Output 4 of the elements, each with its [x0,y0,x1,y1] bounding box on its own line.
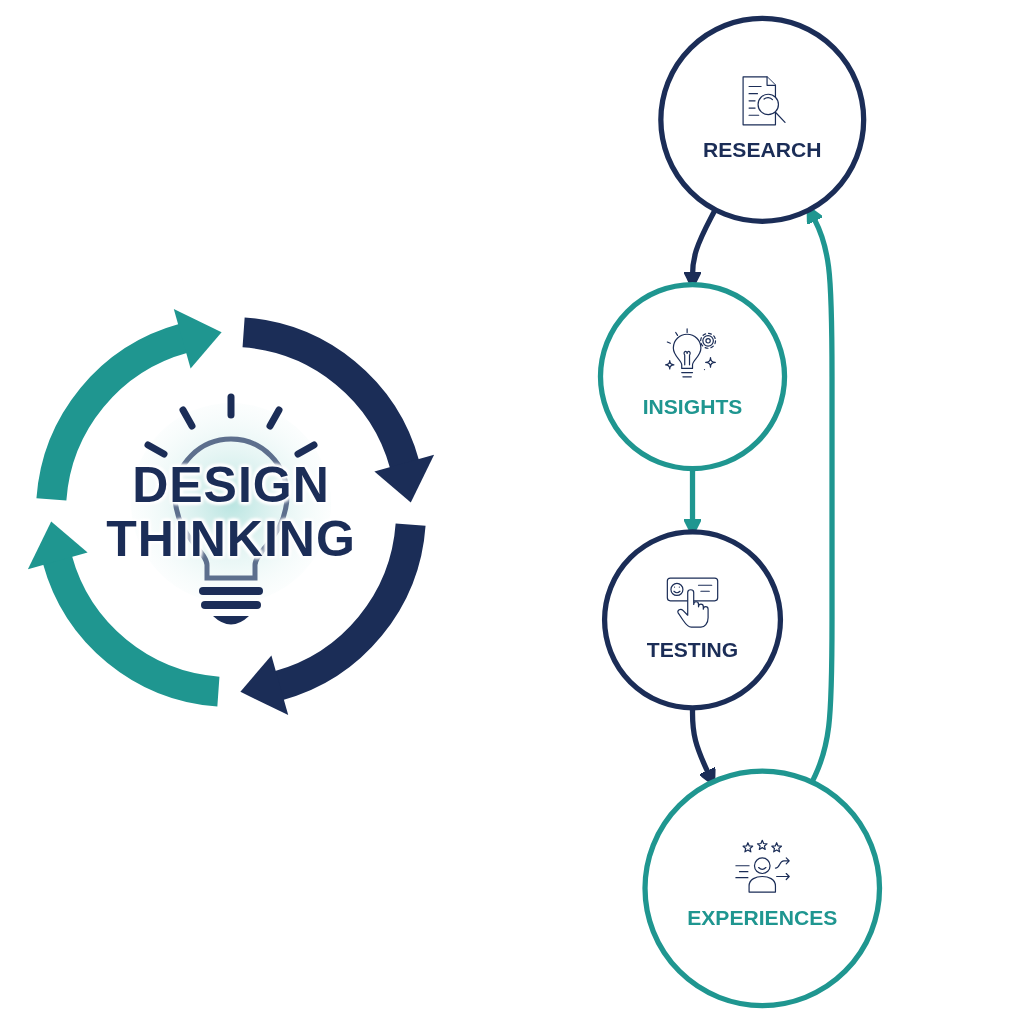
node-circle: TESTING [601,529,784,711]
node-circle: INSIGHTS [597,281,788,472]
node-circle: EXPERIENCES [642,768,883,1009]
node-circle: RESEARCH [658,15,867,224]
